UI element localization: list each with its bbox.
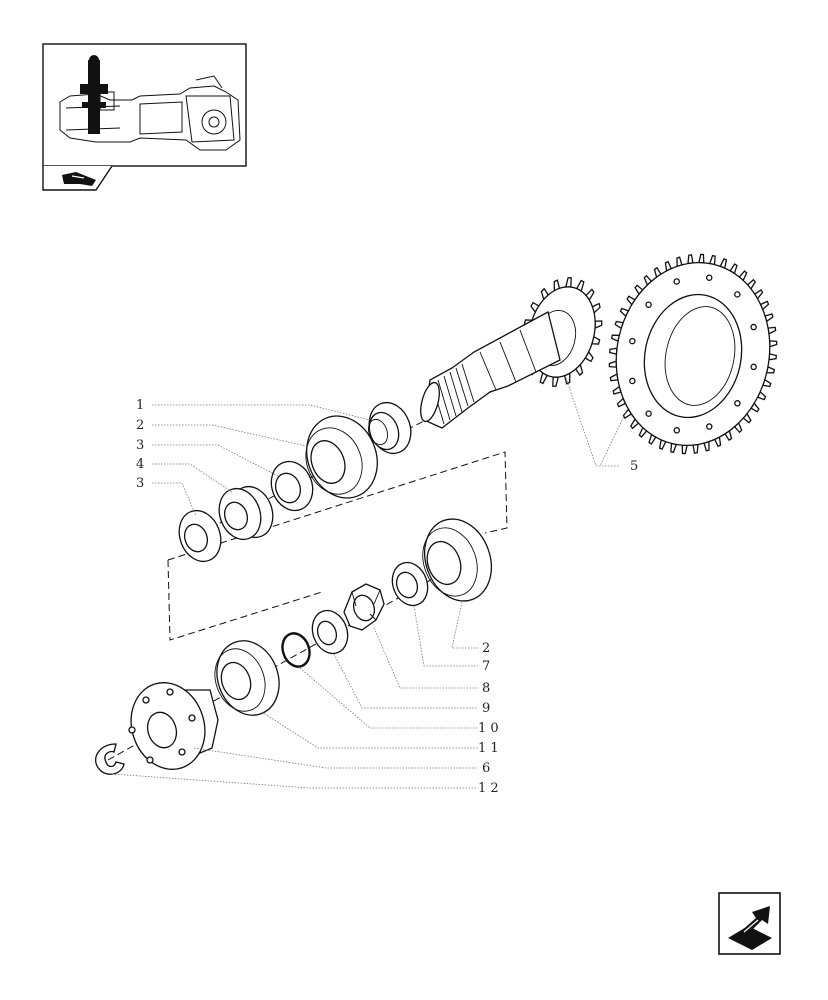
callout-1[interactable]: 1 — [136, 398, 144, 413]
bolt-hole — [705, 274, 713, 281]
ring-gear-tooth — [692, 443, 699, 454]
bolt-hole — [706, 423, 713, 430]
pinion-tooth — [564, 277, 572, 288]
ring-gear-tooth — [698, 253, 705, 264]
ring-gear-tooth — [608, 360, 618, 368]
bolt-hole — [750, 363, 757, 371]
bolt-hole — [734, 291, 741, 298]
bearing-upper — [305, 415, 378, 499]
ring-gear-tooth — [681, 444, 688, 455]
collapsible-spacer — [218, 485, 274, 541]
callout-7[interactable]: 7 — [482, 659, 490, 674]
bolt-hole — [734, 400, 741, 407]
pinion-tooth — [594, 320, 603, 330]
shim-washer-7 — [391, 561, 429, 607]
callout-8[interactable]: 8 — [482, 681, 490, 696]
bearing-cup — [367, 401, 412, 455]
sub-assembly-boundary — [167, 451, 508, 641]
callout-labels: 1 2 3 4 3 5 2 7 8 9 1 0 1 1 6 1 2 — [136, 398, 638, 796]
callout-4[interactable]: 4 — [136, 457, 144, 472]
callout-9[interactable]: 9 — [482, 701, 490, 716]
callout-6[interactable]: 6 — [482, 761, 490, 776]
bolt-hole — [645, 301, 652, 308]
callout-2-upper[interactable]: 2 — [136, 418, 144, 433]
pinion-tooth — [552, 376, 560, 387]
snap-ring — [95, 743, 125, 775]
bolt-hole — [629, 337, 636, 345]
callout-3-lower[interactable]: 3 — [136, 476, 144, 491]
o-ring — [281, 632, 311, 668]
assembly-thumbnail[interactable] — [42, 43, 247, 167]
callout-2-lower[interactable]: 2 — [482, 641, 490, 656]
next-page-arrow-icon — [728, 906, 772, 950]
ring-gear-tooth — [768, 340, 778, 348]
bolt-hole — [750, 323, 757, 331]
oil-seal — [214, 640, 280, 716]
ring-gear-tooth — [687, 254, 694, 265]
next-page-button[interactable] — [718, 892, 781, 955]
highlighted-pinion-thumbnail — [80, 55, 108, 134]
hand-pointer-icon — [62, 172, 96, 186]
pinion-shaft — [420, 277, 603, 429]
bolt-hole — [673, 427, 681, 434]
ring-gear — [608, 253, 778, 455]
callout-3-upper[interactable]: 3 — [136, 438, 144, 453]
shim-washer-lower — [178, 509, 222, 563]
callout-10[interactable]: 1 0 — [478, 721, 499, 736]
shim-washer-upper — [270, 460, 314, 512]
callout-11[interactable]: 1 1 — [478, 741, 499, 756]
bearing-lower — [422, 518, 492, 602]
leader-lines — [111, 377, 627, 789]
drive-flange — [128, 682, 219, 770]
bolt-hole — [629, 377, 636, 385]
bolt-hole — [645, 410, 652, 417]
bolt-hole — [673, 278, 680, 285]
lock-nut — [343, 583, 385, 631]
callout-12[interactable]: 1 2 — [478, 781, 499, 796]
callout-5[interactable]: 5 — [630, 459, 638, 474]
washer-9 — [311, 609, 349, 655]
view-tab[interactable] — [42, 165, 113, 191]
